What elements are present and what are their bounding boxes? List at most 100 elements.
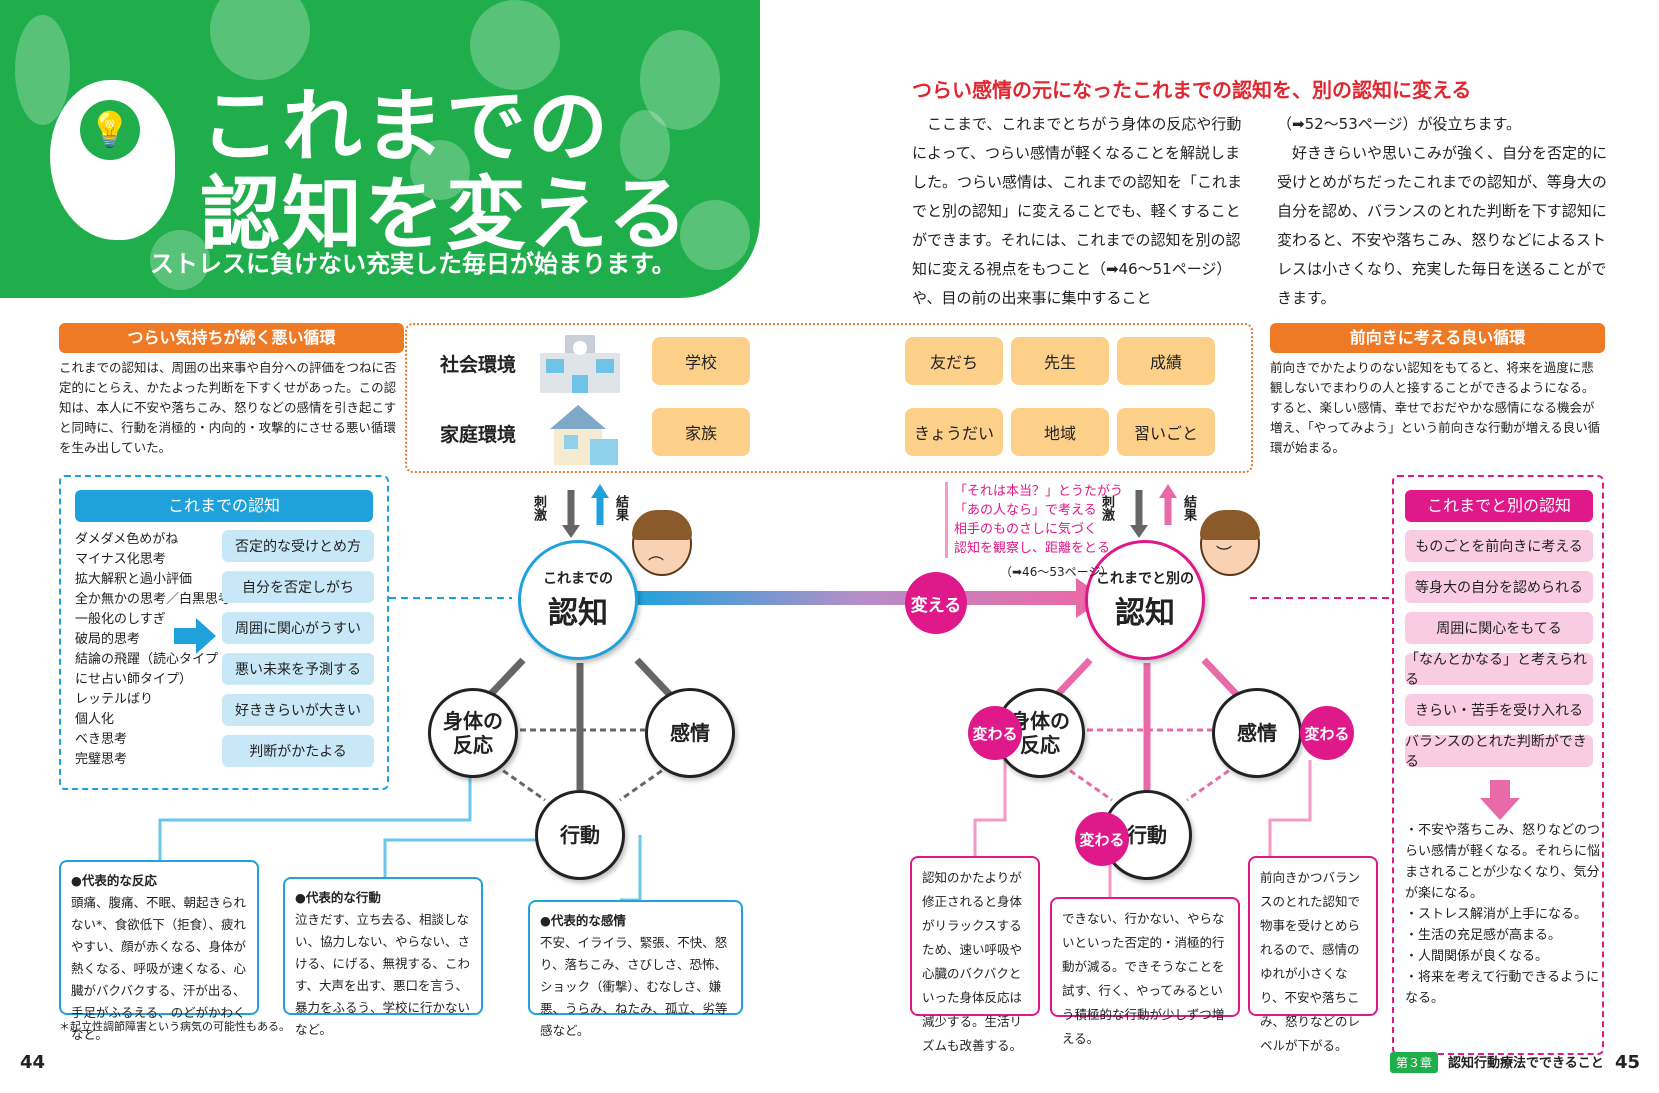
decor-circle xyxy=(150,230,210,290)
page-number-left: 44 xyxy=(20,1052,46,1073)
node-label: 行動 xyxy=(560,823,600,847)
new-cognition-heading: これまでと別の認知 xyxy=(1405,490,1593,522)
environment-box xyxy=(405,323,1253,473)
new-emotion-box: 前向きかつバランスのとれた認知で物事を受けとめられるので、感情のゆれが小さくなり… xyxy=(1248,856,1378,1053)
school-building-icon xyxy=(540,335,620,393)
box-title: ●代表的な反応 xyxy=(71,873,157,888)
stimulus-label-old: 刺激 xyxy=(531,495,546,521)
tip-item: 「それは本当？」とうたがう xyxy=(954,484,1124,499)
transform-arrow-shaft xyxy=(636,591,1076,605)
tip-item: 認知を観察し、距離をとる xyxy=(954,541,1111,556)
distortion-item: 結論の飛躍（読心タイプ・ xyxy=(75,652,232,667)
result-arrow-old xyxy=(591,484,609,498)
decor-circle xyxy=(620,110,670,180)
distortion-list: ダメダメ色めがね マイナス化思考 拡大解釈と過小評価 全か無かの思考／白黒思考 … xyxy=(75,530,232,770)
sad-boy-face-icon: ︵ xyxy=(632,510,692,576)
distortion-item: 完璧思考 xyxy=(75,752,128,767)
env-chip-grades: 成績 xyxy=(1117,337,1215,385)
hero-banner xyxy=(0,0,760,298)
old-trait-chip: 好ききらいが大きい xyxy=(222,694,374,726)
new-body-box: 認知のかたよりが修正されると身体がリラックスするため、速い呼吸や心臓のバクバクと… xyxy=(910,856,1040,1053)
change-badge: 変える xyxy=(905,572,967,634)
distortion-item: 破局的思考 xyxy=(75,632,141,647)
new-trait-chip: 周囲に関心をもてる xyxy=(1405,612,1593,644)
house-icon xyxy=(550,405,620,465)
old-cognition-box xyxy=(59,475,389,790)
new-behavior-box: できない、行かない、やらないといった否定的・消極的行動が減る。できそうなことを試… xyxy=(1050,897,1240,1046)
node-label: 身体の反応 xyxy=(1010,709,1070,757)
env-chip-friends: 友だち xyxy=(905,337,1003,385)
changes-badge-emotion: 変わる xyxy=(1300,706,1354,760)
distortion-item: マイナス化思考 xyxy=(75,552,166,567)
old-emotion-node: 感情 xyxy=(645,688,735,778)
new-trait-chip: バランスのとれた判断ができる xyxy=(1405,734,1593,770)
distortion-item: ダメダメ色めがね xyxy=(75,532,179,547)
old-cognition-node: これまでの 認知 xyxy=(518,540,638,660)
decor-circle xyxy=(15,15,70,125)
stimulus-label-new: 刺激 xyxy=(1099,495,1114,521)
distortion-item: 全か無かの思考／白黒思考 xyxy=(75,592,232,607)
lead-heading: つらい感情の元になったこれまでの認知を、別の認知に変える xyxy=(912,78,1472,102)
changes-badge-behavior: 変わる xyxy=(1075,812,1129,866)
benefit-item: ・不安や落ちこみ、怒りなどのつらい感情が軽くなる。それらに悩まされることが少なく… xyxy=(1405,823,1601,901)
result-arrow-new xyxy=(1159,484,1177,498)
node-label-big: 認知 xyxy=(1115,596,1175,631)
new-cognition-box xyxy=(1392,475,1604,1055)
good-cycle-text: 前向きでかたよりのない認知をもてると、将来を過度に悲観しないでまわりの人と接する… xyxy=(1270,360,1601,455)
env-chip-school: 学校 xyxy=(652,337,750,385)
lead-paragraph-1: ここまで、これまでとちがう身体の反応や行動によって、つらい感情が軽くなることを解… xyxy=(912,115,1243,307)
distortion-item: 個人化 xyxy=(75,712,115,727)
tips-page-ref: （➡46〜53ページ） xyxy=(1000,565,1113,579)
box-text: 頭痛、腹痛、不眠、朝起きられない*、食欲低下（拒食）、疲れやすい、顔が赤くなる、… xyxy=(71,895,247,1042)
tip-item: 「あの人なら」で考える xyxy=(954,503,1097,518)
chapter-badge: 第３章 xyxy=(1390,1052,1439,1073)
box-text: 泣きだす、立ち去る、相談しない、協力しない、やらない、さける、にげる、無視する、… xyxy=(295,912,471,1037)
old-cognition-heading: これまでの認知 xyxy=(75,490,373,522)
node-label: 行動 xyxy=(1127,823,1167,847)
decor-circle xyxy=(210,0,310,80)
old-trait-chip: 判断がかたよる xyxy=(222,735,374,767)
distortion-item: 拡大解釈と過小評価 xyxy=(75,572,193,587)
node-label-small: これまでの xyxy=(543,571,613,587)
family-env-label: 家庭環境 xyxy=(440,424,517,446)
old-trait-chip: 悪い未来を予測する xyxy=(222,653,374,685)
old-behavior-node: 行動 xyxy=(535,790,625,880)
new-cognition-node: これまでと別の 認知 xyxy=(1085,540,1205,660)
env-chip-family: 家族 xyxy=(652,408,750,456)
box-title: ●代表的な感情 xyxy=(540,913,626,928)
benefit-item: ・将来を考えて行動できるようになる。 xyxy=(1405,970,1600,1006)
node-label: 感情 xyxy=(1237,721,1277,745)
old-behavior-box: ●代表的な行動 泣きだす、立ち去る、相談しない、協力しない、やらない、さける、に… xyxy=(283,877,483,1037)
benefit-item: ・生活の充足感が高まる。 xyxy=(1405,928,1562,943)
result-label-new: 結果 xyxy=(1181,495,1196,521)
new-trait-chip: きらい・苦手を受け入れる xyxy=(1405,694,1593,726)
old-reaction-box: ●代表的な反応 頭痛、腹痛、不眠、朝起きられない*、食欲低下（拒食）、疲れやすい… xyxy=(59,860,259,1042)
bad-cycle-heading: つらい気持ちが続く悪い循環 xyxy=(59,323,404,353)
box-text: 不安、イライラ、緊張、不快、怒り、落ちこみ、さびしさ、恐怖、ショック（衝撃）、む… xyxy=(540,935,728,1038)
distortion-item: 一般化のしすぎ xyxy=(75,612,166,627)
old-body-node: 身体の反応 xyxy=(428,688,518,778)
happy-boy-face-icon: ︶ xyxy=(1200,510,1260,576)
lightbulb-icon: 💡 xyxy=(80,100,140,160)
lead-col2-a: （➡52〜53ページ）が役立ちます。 xyxy=(1277,115,1521,133)
chapter-title: 認知行動療法でできること xyxy=(1448,1056,1604,1071)
benefit-item: ・人間関係が良くなる。 xyxy=(1405,949,1549,964)
good-cycle-heading: 前向きに考える良い循環 xyxy=(1270,323,1605,353)
new-trait-chip: 等身大の自分を認められる xyxy=(1405,571,1593,603)
right-arrow-icon xyxy=(174,618,216,654)
decor-circle xyxy=(410,140,470,200)
box-title: ●代表的な行動 xyxy=(295,890,381,905)
distortion-item: レッテルばり xyxy=(75,692,154,707)
decor-circle xyxy=(470,0,560,90)
changes-badge-body: 変わる xyxy=(968,706,1022,760)
benefit-item: ・ストレス解消が上手になる。 xyxy=(1405,907,1588,922)
benefits-list: ・不安や落ちこみ、怒りなどのつらい感情が軽くなる。それらに悩まされることが少なく… xyxy=(1405,820,1600,1009)
new-trait-chip: ものごとを前向きに考える xyxy=(1405,530,1593,562)
lead-paragraph-2: （➡52〜53ページ）が役立ちます。 好ききらいや思いこみが強く、自分を否定的に… xyxy=(1277,110,1612,313)
env-chip-siblings: きょうだい xyxy=(905,408,1003,456)
head-lightbulb-icon: 💡 xyxy=(50,80,175,240)
reframing-tips: 「それは本当？」とうたがう 「あの人なら」で考える 相手のものさしに気づく 認知… xyxy=(945,482,1123,558)
env-chip-teacher: 先生 xyxy=(1011,337,1109,385)
old-emotion-box: ●代表的な感情 不安、イライラ、緊張、不快、怒り、落ちこみ、さびしさ、恐怖、ショ… xyxy=(528,900,743,1038)
distortion-item: べき思考 xyxy=(75,732,128,747)
